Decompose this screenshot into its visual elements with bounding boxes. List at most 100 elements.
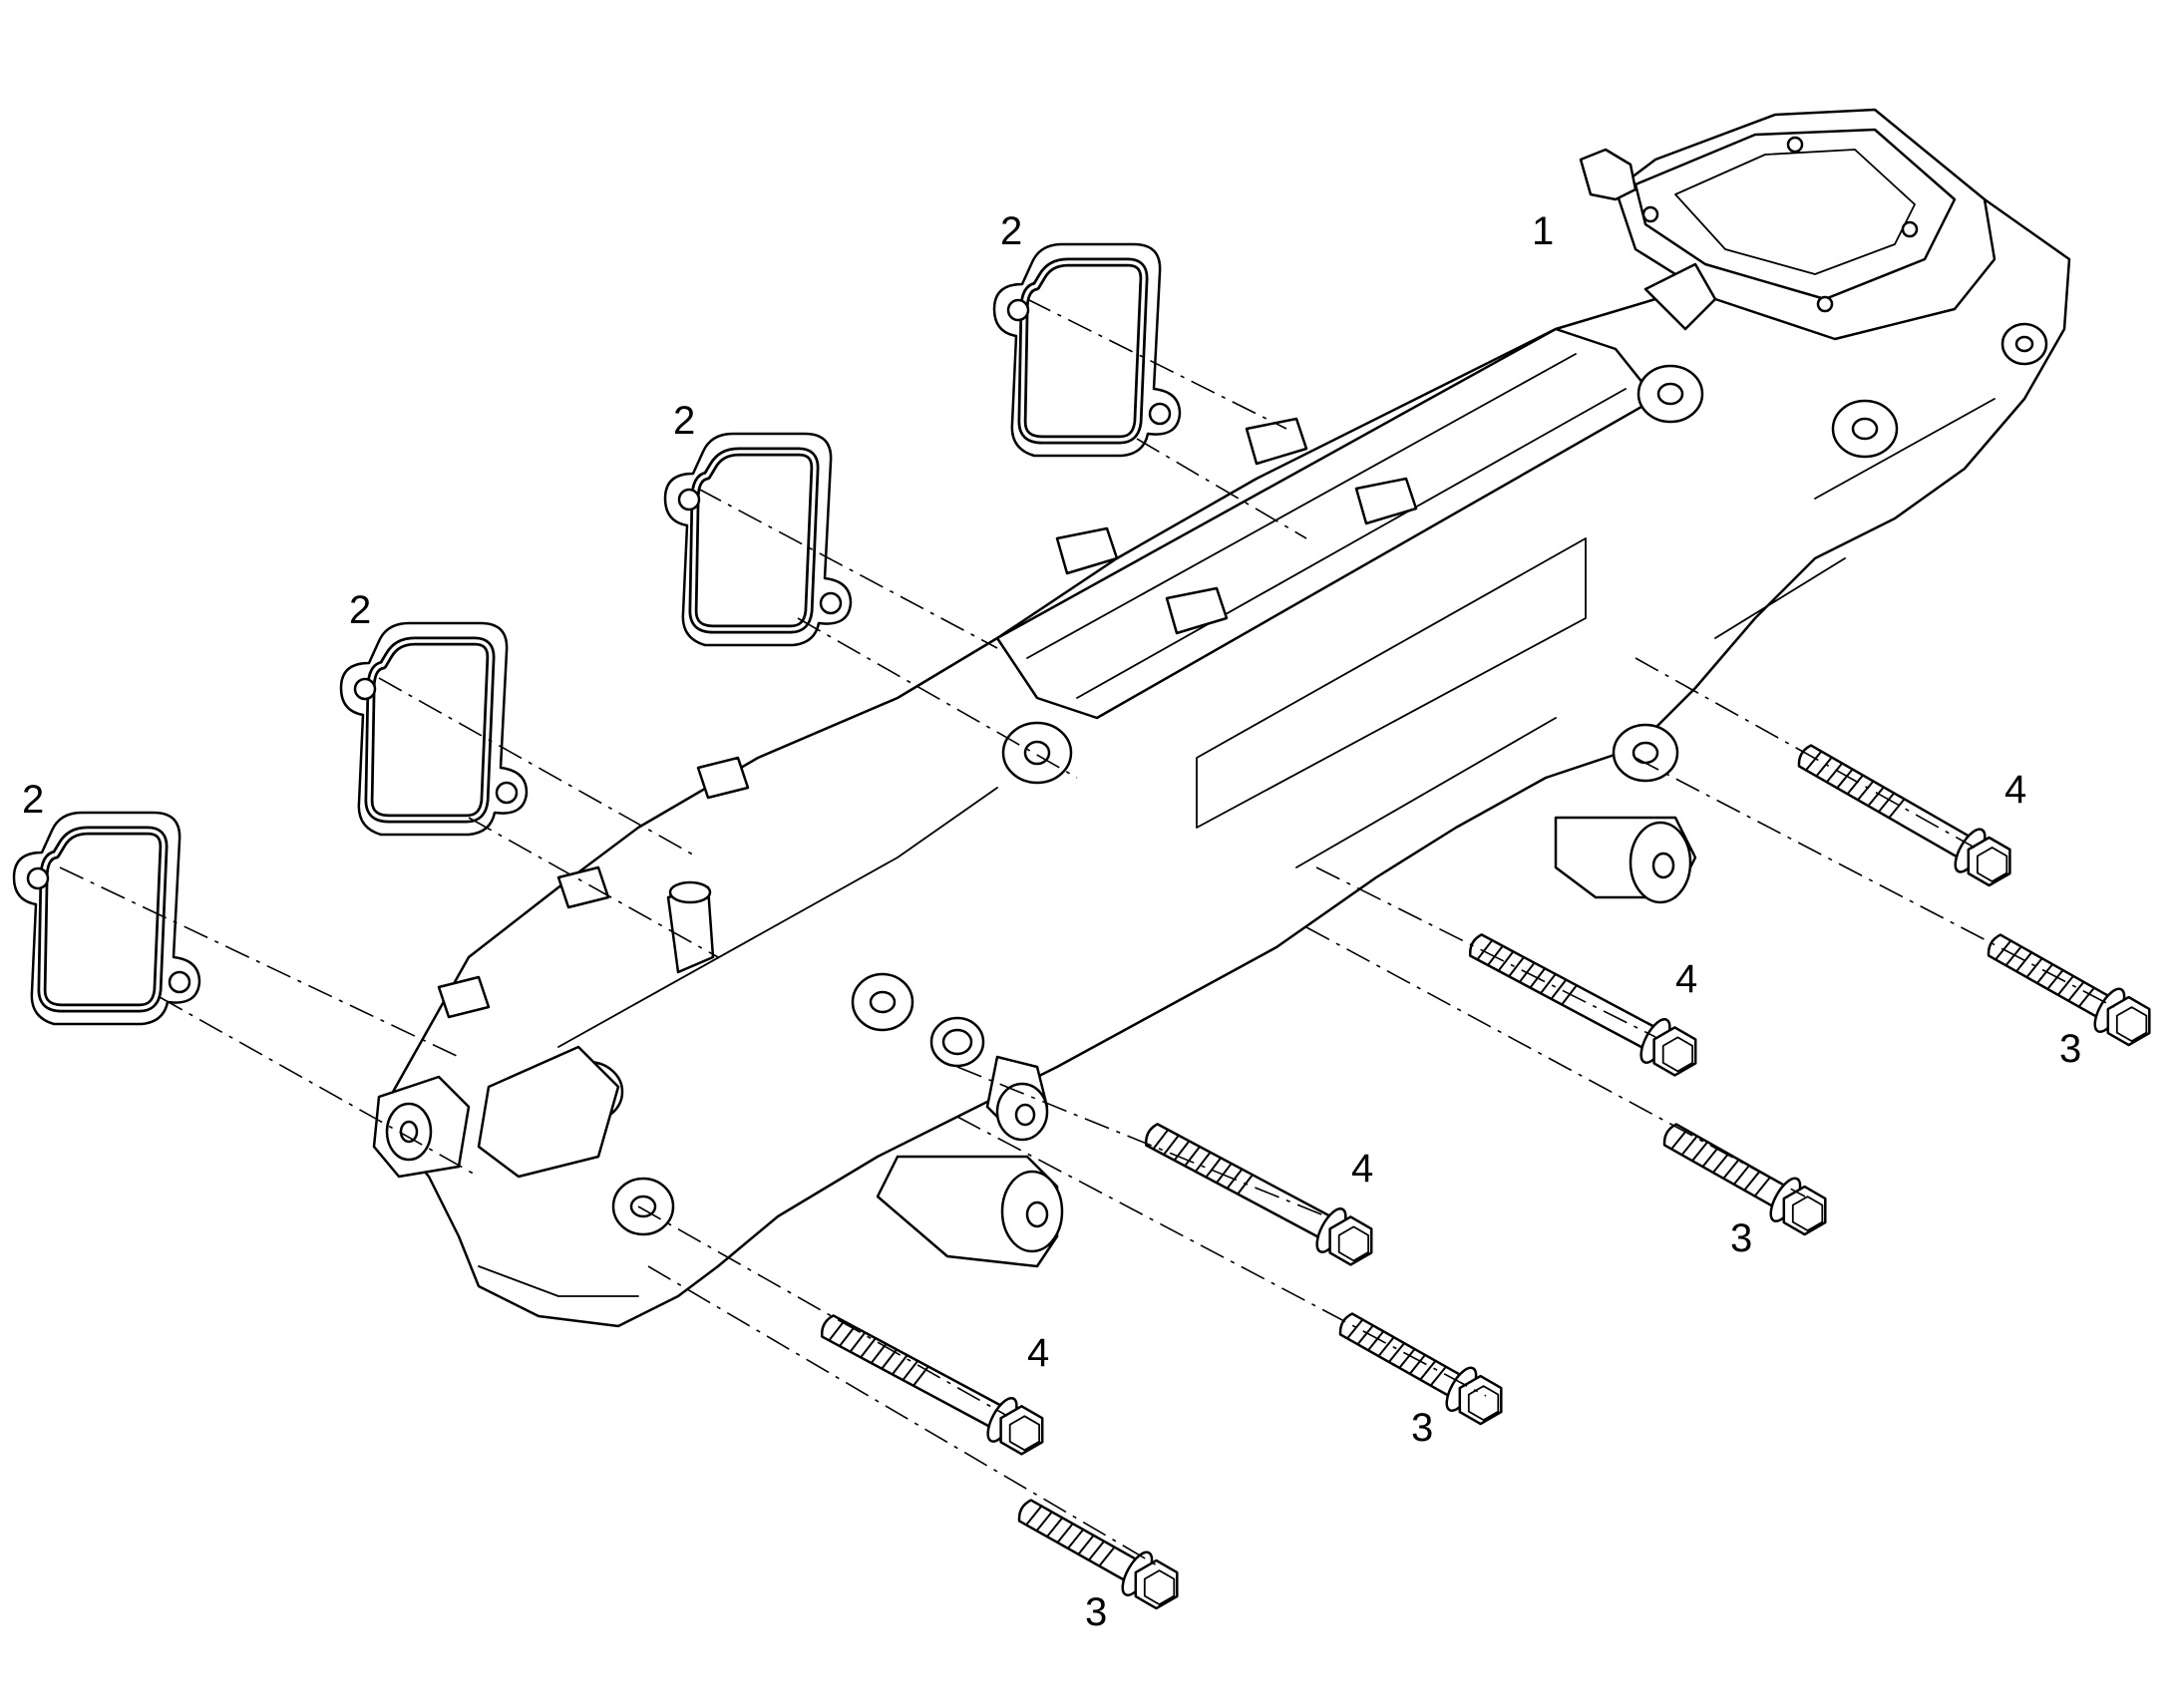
bolt-thread xyxy=(1367,1330,1385,1351)
gasket-outline xyxy=(663,432,853,647)
callout-2: 2 xyxy=(349,588,371,632)
callout-4: 4 xyxy=(1027,1331,1049,1375)
bolt-thread xyxy=(1056,1523,1074,1543)
callout-3: 3 xyxy=(2059,1027,2081,1071)
bolt-thread xyxy=(1388,1342,1405,1363)
bolt-thread xyxy=(1888,798,1906,819)
gasket-set xyxy=(12,242,1182,1026)
bolt-thread xyxy=(2046,969,2064,990)
gasket-bolt-hole xyxy=(353,677,377,701)
bolt-shaft xyxy=(820,1314,1009,1432)
callout-4: 4 xyxy=(1675,957,1697,1001)
short-bolt[interactable] xyxy=(1987,933,2151,1047)
gasket-bolt-hole xyxy=(819,591,843,615)
bolt-shaft xyxy=(1338,1312,1469,1401)
port-gasket[interactable] xyxy=(12,811,201,1026)
hex-head xyxy=(2106,995,2151,1047)
port-gasket[interactable] xyxy=(992,242,1182,458)
gasket-bolt-hole xyxy=(26,866,50,890)
bolt-thread xyxy=(2025,957,2043,978)
bolt-thread xyxy=(1487,945,1504,966)
bolt-thread xyxy=(1173,1140,1191,1162)
hex-head-face xyxy=(1977,847,2008,882)
gasket-bolt-hole xyxy=(495,781,519,805)
hex-head xyxy=(1458,1374,1503,1426)
bolt-thread xyxy=(1025,1505,1043,1527)
hex-head xyxy=(1134,1558,1179,1610)
bolt-thread xyxy=(1398,1348,1416,1369)
hex-head xyxy=(1328,1215,1373,1266)
port-gasket[interactable] xyxy=(663,432,853,647)
bolt-thread xyxy=(1419,1360,1437,1381)
bolt-thread xyxy=(2036,963,2053,984)
hex-head xyxy=(1967,836,2011,887)
bolt-thread xyxy=(828,1320,846,1341)
bolt-thread xyxy=(892,1354,908,1376)
bolt-thread xyxy=(1035,1511,1053,1532)
callout-2: 2 xyxy=(1000,209,1022,253)
bolt-shaft xyxy=(1017,1499,1145,1586)
bolt-thread xyxy=(1163,1135,1180,1156)
bolt-thread xyxy=(2077,987,2095,1008)
bolt-thread xyxy=(1867,786,1885,807)
bolt-thread xyxy=(1508,956,1525,977)
hex-head-face xyxy=(1008,1415,1040,1452)
bolt-thread xyxy=(1237,1174,1254,1196)
bolt-thread xyxy=(1691,1141,1709,1162)
hex-head xyxy=(999,1405,1044,1456)
port-gasket[interactable] xyxy=(339,621,529,837)
bolt-thread xyxy=(1878,792,1895,813)
bolt-thread xyxy=(1346,1318,1364,1340)
bolt-thread xyxy=(860,1337,877,1358)
bolt-thread xyxy=(1046,1517,1064,1537)
gasket-bolt-hole xyxy=(168,970,191,994)
hex-head-face xyxy=(1337,1225,1369,1262)
gasket-outline xyxy=(992,242,1182,458)
callout-3: 3 xyxy=(1085,1590,1107,1634)
callout-3: 3 xyxy=(1730,1216,1752,1260)
hex-head-face xyxy=(2115,1006,2148,1042)
hex-head xyxy=(1782,1185,1827,1236)
short-bolt[interactable] xyxy=(1017,1499,1179,1610)
bolt-thread xyxy=(2015,951,2033,972)
gasket-bolt-hole xyxy=(1148,402,1172,426)
bolt-thread xyxy=(1540,973,1557,994)
centre-lines xyxy=(59,298,2115,1566)
bolt-thread xyxy=(1805,750,1823,772)
bolt-thread xyxy=(1205,1157,1222,1179)
hex-head xyxy=(1652,1026,1697,1077)
bolt-thread xyxy=(881,1348,898,1370)
bolt-thread xyxy=(1152,1129,1170,1150)
bolt-thread xyxy=(1088,1540,1105,1561)
callout-3: 3 xyxy=(1411,1406,1433,1450)
gasket-bolt-hole xyxy=(1006,298,1030,322)
hex-head-face xyxy=(1661,1036,1693,1073)
bolt-thread xyxy=(1194,1152,1212,1173)
callout-2: 2 xyxy=(22,778,44,822)
bolt-thread xyxy=(1815,756,1833,778)
bolt-thread xyxy=(2056,975,2074,996)
intake-manifold[interactable] xyxy=(372,108,2071,1328)
long-bolt[interactable] xyxy=(1144,1123,1373,1266)
bolt-thread xyxy=(1857,780,1875,801)
bolt-thread xyxy=(1701,1147,1719,1168)
bolt-thread xyxy=(1743,1171,1761,1192)
bolt-thread xyxy=(1680,1135,1698,1156)
bolt-thread xyxy=(1476,939,1494,960)
bolt-thread xyxy=(1184,1146,1201,1167)
bolt-thread xyxy=(849,1331,867,1353)
callout-4: 4 xyxy=(1351,1147,1373,1191)
bolt-thread xyxy=(1377,1336,1395,1357)
long-bolt[interactable] xyxy=(820,1314,1044,1456)
bolt-thread xyxy=(1712,1153,1729,1174)
bolt-thread xyxy=(1497,950,1515,972)
bolt-thread xyxy=(1067,1529,1084,1549)
bolt-thread xyxy=(1550,978,1568,1000)
long-bolt[interactable] xyxy=(1468,933,1697,1077)
bolt-thread xyxy=(1836,768,1854,789)
bolt-shaft xyxy=(1797,744,1978,862)
hex-head-face xyxy=(1467,1385,1500,1421)
long-bolt[interactable] xyxy=(1797,744,2011,887)
bolt-shaft xyxy=(1662,1123,1793,1211)
